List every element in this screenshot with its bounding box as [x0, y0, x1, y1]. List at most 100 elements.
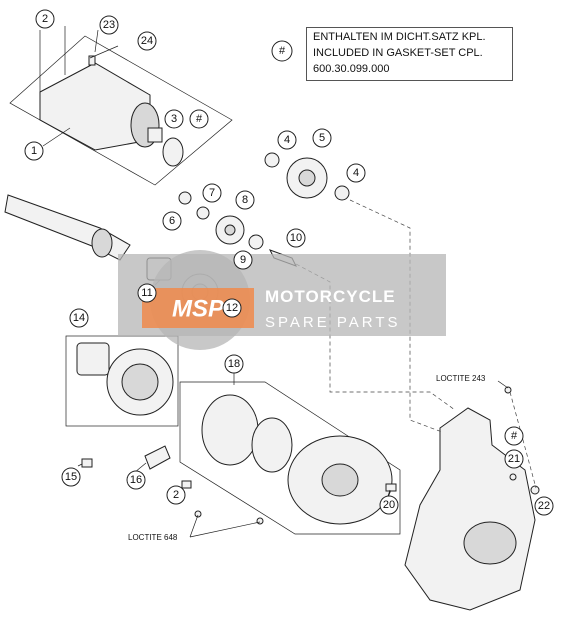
starter-panel-outline: [9, 35, 233, 186]
plug-22: [530, 485, 540, 495]
flywheel-group: [179, 381, 401, 535]
callout-6: 6: [162, 211, 182, 231]
callout-11: 11: [137, 283, 157, 303]
callout-3-hash-label: #: [196, 113, 203, 125]
leader-648b: [189, 521, 261, 538]
note-line-partno: 600.30.099.000: [313, 63, 390, 75]
washer-7: [196, 206, 210, 220]
crankshaft: [4, 194, 131, 261]
cover-logo-plate: [463, 521, 517, 565]
dowel-b: [256, 517, 264, 525]
dashed-line-plug: [509, 391, 537, 489]
watermark: MSP: [118, 250, 446, 350]
callout-7-label: 7: [209, 187, 215, 199]
note-line-en: INCLUDED IN GASKET-SET CPL.: [313, 47, 483, 59]
ignition-cover-group: [404, 386, 540, 611]
callout-24-label: 24: [141, 35, 153, 47]
callout-16-label: 16: [130, 474, 142, 486]
note-line-de: ENTHALTEN IM DICHT.SATZ KPL.: [313, 31, 486, 43]
callout-2-top-label: 2: [42, 13, 48, 25]
bearing-4a: [264, 152, 280, 168]
freewheel-gear-hub: [121, 363, 159, 401]
ring-18: [251, 417, 293, 473]
callout-21: 21: [504, 449, 524, 469]
leader-23: [94, 29, 99, 53]
leader-1: [42, 127, 71, 147]
loctite-648-label: LOCTITE 648: [128, 533, 178, 542]
leader-648a: [189, 514, 199, 538]
callouts: 1 2 23 24 3 # 4 5 4 7 6 8 9 10 11 12 14 …: [24, 9, 554, 516]
note-hash-label: #: [279, 45, 286, 57]
note-hash-callout: #: [271, 40, 293, 62]
callout-22-label: 22: [538, 500, 550, 512]
screw-15: [81, 458, 93, 468]
callout-8: 8: [235, 190, 255, 210]
loctite-243-label: LOCTITE 243: [436, 374, 486, 383]
o-ring-3: [162, 137, 184, 167]
callout-18: 18: [224, 354, 244, 374]
callout-5-label: 5: [319, 132, 325, 144]
sensor-16: [144, 445, 171, 470]
screw-2-bottom: [181, 480, 192, 489]
callout-10-label: 10: [290, 232, 302, 244]
gasket-set-note: ENTHALTEN IM DICHT.SATZ KPL. INCLUDED IN…: [306, 27, 513, 81]
bolt-24: [88, 55, 96, 66]
bearing-9: [248, 234, 264, 250]
callout-4-left-label: 4: [284, 134, 290, 146]
callout-24: 24: [137, 31, 157, 51]
callout-20-label: 20: [383, 499, 395, 511]
callout-21-label: 21: [508, 453, 520, 465]
callout-16: 16: [126, 470, 146, 490]
callout-8-label: 8: [242, 194, 248, 206]
callout-1: 1: [24, 141, 44, 161]
dashed-line-shaft: [295, 263, 456, 411]
leader-243: [497, 380, 509, 389]
plug-243: [504, 386, 512, 394]
callout-15-label: 15: [65, 471, 77, 483]
crankshaft-web: [91, 228, 113, 258]
callout-5: 5: [312, 128, 332, 148]
watermark-logo: MSP: [172, 296, 225, 323]
gear-5-hub: [298, 169, 316, 187]
callout-12-label: 12: [226, 302, 238, 314]
callout-9-label: 9: [240, 254, 246, 266]
intermediate-gear-group: [264, 152, 350, 201]
bearing-4b: [334, 185, 350, 201]
callout-14: 14: [69, 308, 89, 328]
watermark-line2: SPARE PARTS: [265, 314, 401, 331]
o-ring-21: [509, 473, 517, 481]
freewheel-18: [201, 394, 259, 466]
callout-2-top: 2: [35, 9, 55, 29]
callout-2-bottom: 2: [166, 485, 186, 505]
watermark-line1: MOTORCYCLE: [265, 287, 396, 306]
leader-15: [77, 463, 83, 467]
callout-18-label: 18: [228, 358, 240, 370]
callout-10: 10: [286, 228, 306, 248]
gear-8-hub: [224, 224, 236, 236]
flywheel-panel: [179, 381, 401, 535]
callout-21-hash: #: [504, 426, 524, 446]
callout-6-label: 6: [169, 215, 175, 227]
callout-14-label: 14: [73, 312, 85, 324]
starter-motor-group: [9, 26, 233, 186]
screw-20: [385, 483, 397, 492]
callout-21-hash-label: #: [511, 430, 518, 442]
leader-24: [89, 45, 119, 59]
callout-1-label: 1: [31, 145, 37, 157]
callout-23: 23: [99, 15, 119, 35]
callout-12: 12: [222, 298, 242, 318]
callout-7: 7: [202, 183, 222, 203]
callout-3: 3: [164, 109, 184, 129]
callout-15: 15: [61, 467, 81, 487]
callout-4-right-label: 4: [353, 167, 359, 179]
callout-11-label: 11: [141, 287, 152, 299]
callout-9: 9: [233, 250, 253, 270]
callout-2-bottom-label: 2: [173, 489, 179, 501]
callout-23-label: 23: [103, 19, 115, 31]
flywheel-hub: [321, 463, 359, 497]
callout-3-label: 3: [171, 113, 177, 125]
callout-20: 20: [379, 495, 399, 515]
callout-3-hash: #: [189, 109, 209, 129]
circlip-6: [178, 191, 192, 205]
